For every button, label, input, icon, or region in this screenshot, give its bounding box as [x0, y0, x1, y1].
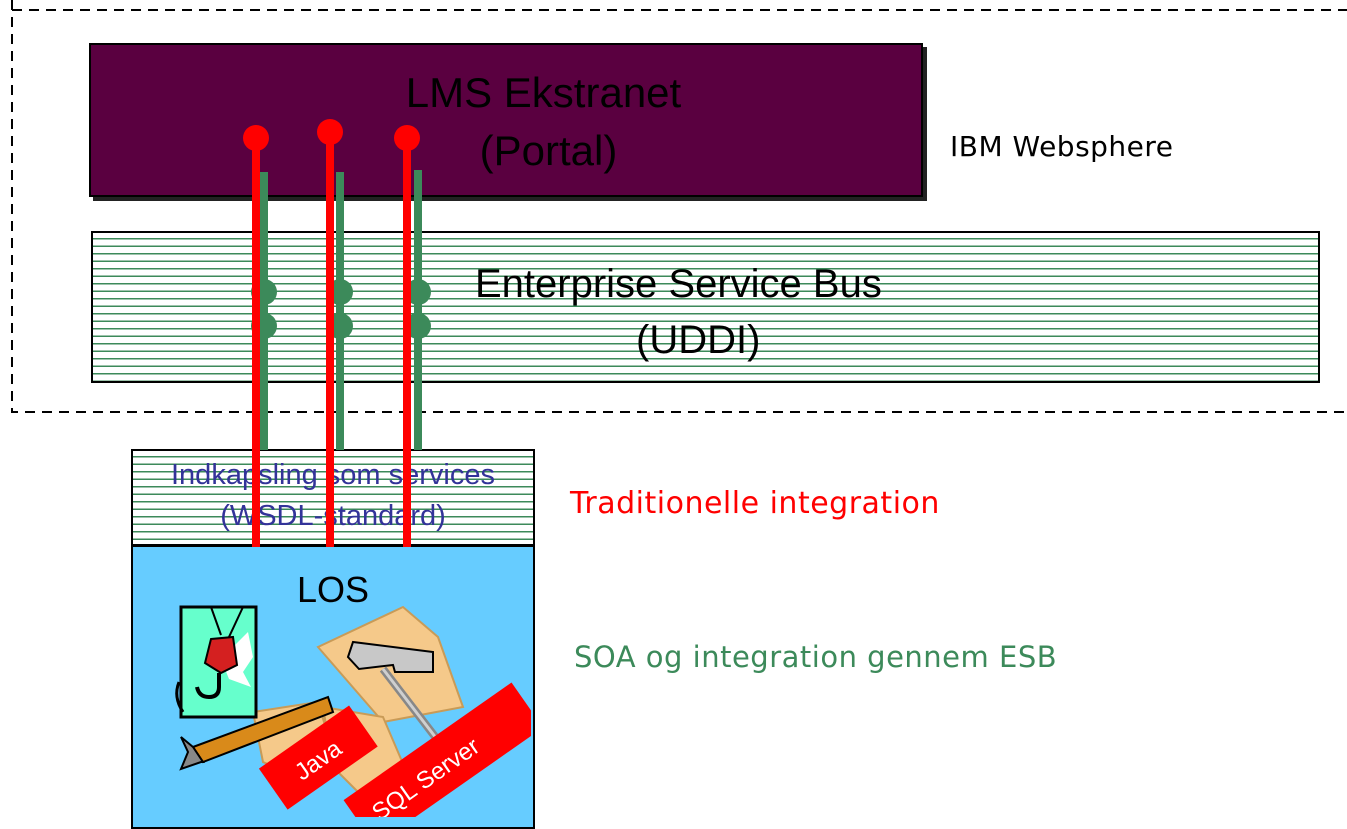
esb-box: [91, 231, 1320, 383]
hook-icon: [175, 605, 258, 719]
esb-connector-3: [405, 170, 431, 450]
los-title: LOS: [296, 569, 370, 610]
esb-title: Enterprise Service Bus: [475, 262, 882, 306]
esb-subtitle: (UDDI): [636, 318, 761, 362]
websphere-boundary: [11, 0, 1347, 413]
soa-legend: SOA og integration gennem ESB: [574, 640, 1058, 674]
traditional-line-1: [243, 125, 269, 547]
portal-box: LMS Ekstranet (Portal): [89, 43, 923, 197]
traditional-legend: Traditionelle integration: [570, 486, 940, 521]
portal-title: LMS Ekstranet: [405, 69, 682, 116]
websphere-label: IBM Websphere: [950, 130, 1174, 163]
los-clipart: Java SQL Server: [175, 605, 531, 817]
traditional-line-3: [394, 125, 420, 547]
portal-subtitle: (Portal): [479, 127, 618, 174]
wrench-icon: [179, 695, 335, 771]
traditional-line-2: [317, 119, 343, 547]
